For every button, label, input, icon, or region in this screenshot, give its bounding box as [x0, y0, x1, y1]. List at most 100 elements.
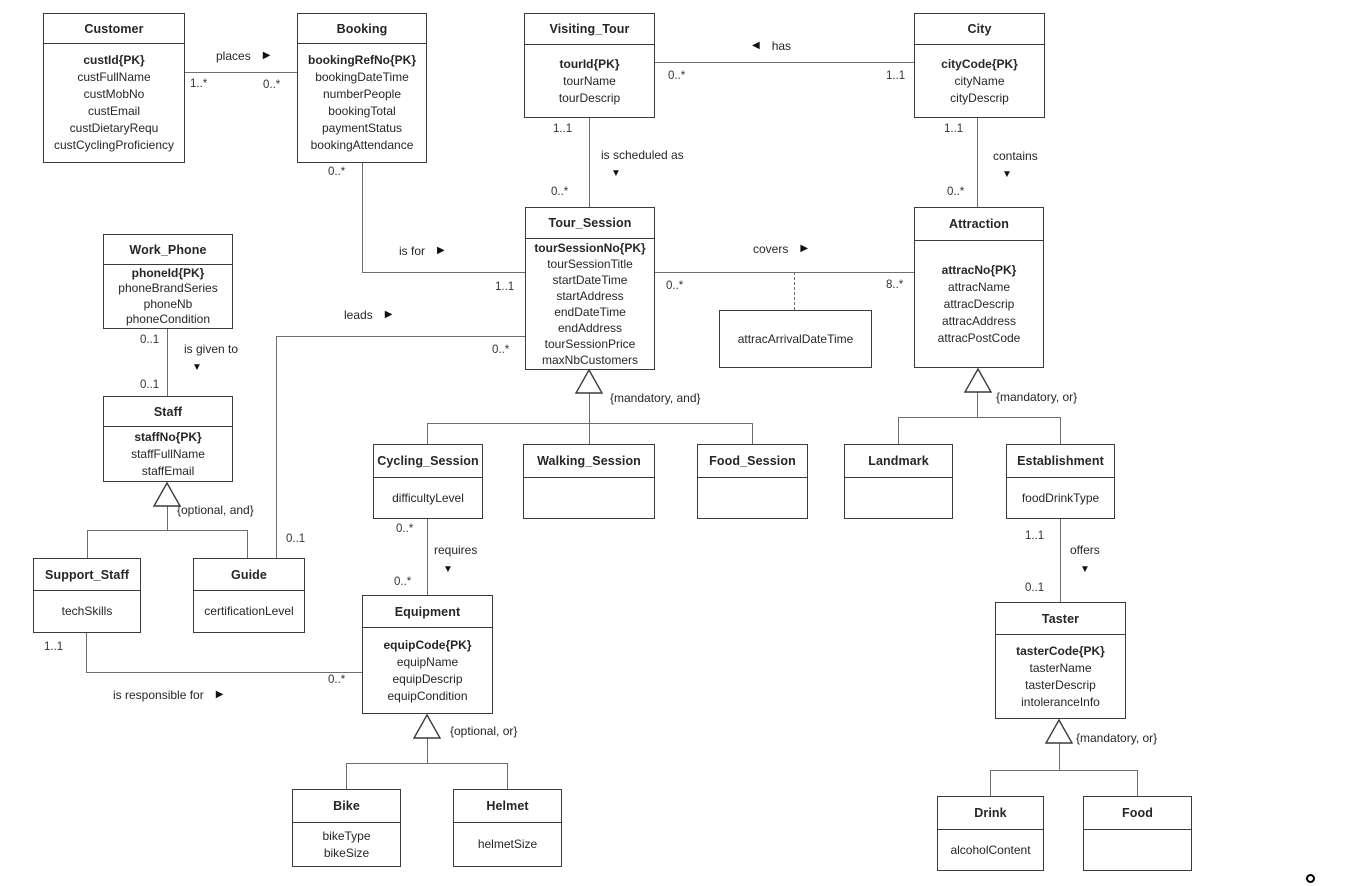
- arrow-down-icon: ▼: [611, 168, 621, 179]
- branch-landmark: [898, 417, 899, 444]
- entity-title: Helmet: [454, 790, 561, 823]
- is-given-to-line: [167, 329, 168, 396]
- staff-branch-support: [87, 530, 88, 558]
- relation-label-offers: offers: [1070, 543, 1100, 557]
- arrow-left-icon: ◀: [752, 40, 760, 51]
- inheritance-triangle-icon: [575, 369, 603, 394]
- relation-label-requires: requires: [434, 543, 478, 557]
- responsible-line-horizontal: [86, 672, 362, 673]
- staff-inheritance-stem: [167, 506, 168, 531]
- entity-title: Equipment: [363, 596, 492, 628]
- entity-attributes: tourId{PK} tourName tourDescrip: [558, 56, 621, 105]
- constraint-equipment: {optional, or}: [450, 724, 518, 738]
- arrow-right-icon: ▶: [215, 689, 224, 700]
- entity-attributes: phoneId{PK} phoneBrandSeries phoneNb pho…: [118, 265, 218, 327]
- entity-booking: Booking bookingRefNo{PK} bookingDateTime…: [297, 13, 427, 163]
- multiplicity-offers-establishment: 1..1: [1025, 530, 1045, 542]
- entity-taster: Taster tasterCode{PK} tasterName tasterD…: [995, 602, 1126, 719]
- inheritance-triangle-icon: [413, 714, 441, 739]
- entity-title: Cycling_Session: [374, 445, 482, 478]
- relation-label-is-responsible-for: is responsible for ▶: [113, 688, 224, 702]
- entity-title: Bike: [293, 790, 400, 823]
- entity-work-phone: Work_Phone phoneId{PK} phoneBrandSeries …: [103, 234, 233, 329]
- entity-title: Booking: [298, 14, 426, 44]
- entity-attributes: equipCode{PK} equipName equipDescrip equ…: [383, 637, 472, 703]
- is-for-line-vertical: [362, 163, 363, 273]
- multiplicity-has-tour: 0..*: [668, 70, 686, 82]
- entity-title: Support_Staff: [34, 559, 140, 591]
- entity-title: Walking_Session: [524, 445, 654, 478]
- branch-establishment: [1060, 417, 1061, 444]
- entity-attributes: difficultyLevel: [392, 490, 464, 505]
- contains-line: [977, 118, 978, 207]
- branch-walking-session: [589, 423, 590, 444]
- entity-attributes: bikeType bikeSize: [322, 828, 371, 860]
- entity-guide: Guide certificationLevel: [193, 558, 305, 633]
- entity-customer: Customer custId{PK} custFullName custMob…: [43, 13, 185, 163]
- entity-attributes: helmetSize: [477, 837, 538, 851]
- entity-cycling-session: Cycling_Session difficultyLevel: [373, 444, 483, 519]
- entity-food-session: Food_Session: [697, 444, 808, 519]
- tour-session-inheritance-connector: [427, 423, 753, 424]
- multiplicity-covers-session: 0..*: [666, 280, 684, 292]
- entity-title: Work_Phone: [104, 235, 232, 265]
- equipment-inheritance-stem: [427, 738, 428, 763]
- attraction-inheritance-connector: [898, 417, 1061, 418]
- entity-attributes: [698, 478, 807, 518]
- constraint-staff: {optional, and}: [177, 503, 254, 517]
- entity-attributes: [845, 478, 952, 518]
- multiplicity-scheduled-tour: 1..1: [553, 123, 573, 135]
- entity-attributes: techSkills: [61, 604, 113, 618]
- entity-title: Tour_Session: [526, 208, 654, 239]
- entity-title: Drink: [938, 797, 1043, 830]
- multiplicity-isfor-booking: 0..*: [328, 166, 346, 178]
- arrow-right-icon: ▶: [262, 50, 271, 61]
- association-class-label: attracArrivalDateTime: [737, 332, 854, 346]
- multiplicity-responsible-equipment: 0..*: [328, 674, 346, 686]
- places-line: [185, 72, 297, 73]
- branch-drink: [990, 770, 991, 796]
- entity-attributes: attracNo{PK} attracName attracDescrip at…: [937, 262, 1021, 345]
- relation-label-places: places ▶: [216, 49, 271, 63]
- relation-label-is-for: is for ▶: [399, 244, 445, 258]
- entity-title: Food_Session: [698, 445, 807, 478]
- arrow-down-icon: ▼: [443, 564, 453, 575]
- multiplicity-responsible-support: 1..1: [44, 641, 64, 653]
- multiplicity-contains-city: 1..1: [944, 123, 964, 135]
- entity-tour-session: Tour_Session tourSessionNo{PK} tourSessi…: [525, 207, 655, 370]
- entity-bike: Bike bikeType bikeSize: [292, 789, 401, 867]
- entity-attraction: Attraction attracNo{PK} attracName attra…: [914, 207, 1044, 368]
- entity-attributes: tourSessionNo{PK} tourSessionTitle start…: [534, 241, 646, 367]
- entity-attributes: [1084, 830, 1191, 870]
- multiplicity-covers-attraction: 8..*: [886, 279, 904, 291]
- multiplicity-leads-session: 0..*: [492, 344, 510, 356]
- tour-session-inheritance-stem: [589, 393, 590, 423]
- entity-attributes: staffNo{PK} staffFullName staffEmail: [131, 429, 205, 478]
- entity-attributes: certificationLevel: [204, 604, 294, 618]
- entity-staff: Staff staffNo{PK} staffFullName staffEma…: [103, 396, 233, 482]
- inheritance-triangle-icon: [153, 482, 181, 507]
- multiplicity-places-customer: 1..*: [190, 78, 208, 90]
- responsible-line-vertical: [86, 633, 87, 672]
- relation-label-has: ◀ has: [752, 39, 792, 53]
- entity-helmet: Helmet helmetSize: [453, 789, 562, 867]
- branch-helmet: [507, 763, 508, 789]
- constraint-attraction: {mandatory, or}: [996, 390, 1078, 404]
- association-class-dashed-line: [794, 272, 795, 310]
- relation-label-is-given-to: is given to: [184, 342, 239, 356]
- staff-branch-guide: [247, 530, 248, 558]
- relation-label-contains: contains: [993, 149, 1038, 163]
- inheritance-triangle-icon: [1045, 719, 1073, 744]
- inheritance-triangle-icon: [964, 368, 992, 393]
- arrow-right-icon: ▶: [437, 245, 445, 256]
- constraint-tour-session: {mandatory, and}: [610, 391, 701, 405]
- entity-title: Taster: [996, 603, 1125, 635]
- branch-cycling-session: [427, 423, 428, 444]
- entity-establishment: Establishment foodDrinkType: [1006, 444, 1115, 519]
- leads-line-vertical: [276, 336, 277, 558]
- multiplicity-requires-equipment: 0..*: [394, 576, 412, 588]
- entity-title: Customer: [44, 14, 184, 44]
- entity-attributes: alcoholContent: [950, 842, 1031, 857]
- multiplicity-requires-cycling: 0..*: [396, 523, 414, 535]
- branch-food: [1137, 770, 1138, 796]
